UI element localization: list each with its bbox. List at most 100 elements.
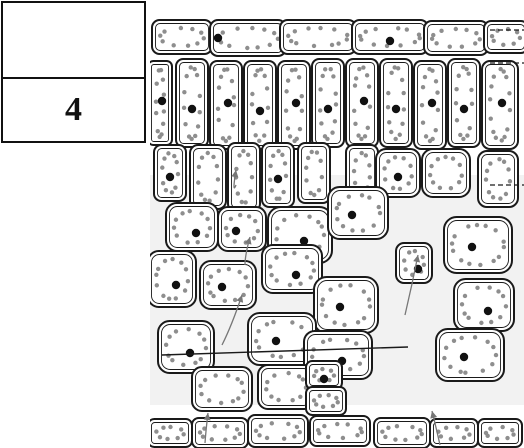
chloroplast xyxy=(289,39,293,43)
chloroplast xyxy=(484,431,488,435)
chloroplast xyxy=(281,190,285,194)
chloroplast xyxy=(262,27,266,31)
chloroplast xyxy=(170,190,174,194)
chloroplast xyxy=(246,153,250,157)
chloroplast xyxy=(186,279,190,283)
chloroplast xyxy=(219,75,223,79)
chloroplast xyxy=(181,363,185,367)
chloroplast xyxy=(217,118,221,122)
chloroplast xyxy=(216,107,220,111)
chloroplast xyxy=(337,202,341,206)
chloroplast xyxy=(161,122,165,126)
chloroplast xyxy=(156,129,160,133)
chloroplast xyxy=(210,437,214,441)
chloroplast xyxy=(312,374,316,378)
chloroplast xyxy=(464,28,468,32)
chloroplast xyxy=(495,437,499,441)
chloroplast xyxy=(368,104,372,108)
chloroplast xyxy=(368,304,372,308)
chloroplast xyxy=(193,134,197,138)
chloroplast xyxy=(162,93,166,97)
chloroplast xyxy=(208,226,212,230)
chloroplast xyxy=(161,426,165,430)
chloroplast xyxy=(463,294,467,298)
nucleus xyxy=(158,97,166,105)
chloroplast xyxy=(498,196,502,200)
chloroplast xyxy=(326,393,330,397)
chloroplast xyxy=(283,161,287,165)
chloroplast xyxy=(373,27,377,31)
chloroplast xyxy=(286,126,290,130)
chloroplast xyxy=(182,90,186,94)
chloroplast xyxy=(332,320,336,324)
chloroplast xyxy=(479,321,483,325)
chloroplast xyxy=(221,30,225,34)
chloroplast xyxy=(492,39,496,43)
chloroplast xyxy=(294,213,298,217)
palisade-cell xyxy=(380,59,412,147)
chloroplast xyxy=(298,127,302,131)
chloroplast xyxy=(197,165,201,169)
chloroplast xyxy=(250,175,254,179)
chloroplast xyxy=(475,223,479,227)
chloroplast xyxy=(353,181,357,185)
lower-epidermis-cell xyxy=(374,418,430,448)
chloroplast xyxy=(156,267,160,271)
chloroplast xyxy=(283,252,287,256)
chloroplast xyxy=(161,181,165,185)
spongy-mesophyll-cell xyxy=(150,251,196,307)
chloroplast xyxy=(155,283,159,287)
chloroplast xyxy=(170,358,174,362)
chloroplast xyxy=(341,224,345,228)
chloroplast xyxy=(491,130,495,134)
chloroplast xyxy=(430,69,434,73)
chloroplast xyxy=(451,156,455,160)
chloroplast xyxy=(352,109,356,113)
chloroplast xyxy=(320,224,324,228)
nucleus xyxy=(386,37,394,45)
chloroplast xyxy=(386,91,390,95)
chloroplast xyxy=(172,154,176,158)
chloroplast xyxy=(243,275,247,279)
chloroplast xyxy=(179,261,183,265)
chloroplast xyxy=(341,436,345,440)
chloroplast xyxy=(336,400,340,404)
chloroplast xyxy=(362,316,366,320)
chloroplast xyxy=(280,153,284,157)
chloroplast xyxy=(213,190,217,194)
chloroplast xyxy=(183,122,187,126)
chloroplast xyxy=(507,91,511,95)
chloroplast xyxy=(259,424,263,428)
chloroplast xyxy=(383,435,387,439)
chloroplast xyxy=(290,320,294,324)
chloroplast xyxy=(345,338,349,342)
chloroplast xyxy=(321,340,325,344)
lower-epidermis-cell xyxy=(150,419,192,447)
chloroplast xyxy=(294,41,298,45)
cell-layer xyxy=(150,20,524,448)
chloroplast xyxy=(211,155,215,159)
chloroplast xyxy=(262,133,266,137)
chloroplast xyxy=(284,108,288,112)
chloroplast xyxy=(389,71,393,75)
chloroplast xyxy=(400,78,404,82)
chloroplast xyxy=(436,108,440,112)
chloroplast xyxy=(165,437,169,441)
chloroplast xyxy=(235,26,239,30)
chloroplast xyxy=(172,225,176,229)
chloroplast xyxy=(428,139,432,143)
chloroplast xyxy=(364,153,368,157)
chloroplast xyxy=(175,233,179,237)
chloroplast xyxy=(508,108,512,112)
chloroplast xyxy=(270,421,274,425)
chloroplast xyxy=(196,124,200,128)
chloroplast xyxy=(312,268,316,272)
nucleus xyxy=(460,353,468,361)
nucleus xyxy=(192,229,200,237)
palisade-cell-lower xyxy=(298,143,330,203)
chloroplast xyxy=(164,188,168,192)
chloroplast xyxy=(487,285,491,289)
chloroplast xyxy=(168,425,172,429)
chloroplast xyxy=(161,77,165,81)
chloroplast xyxy=(348,283,352,287)
